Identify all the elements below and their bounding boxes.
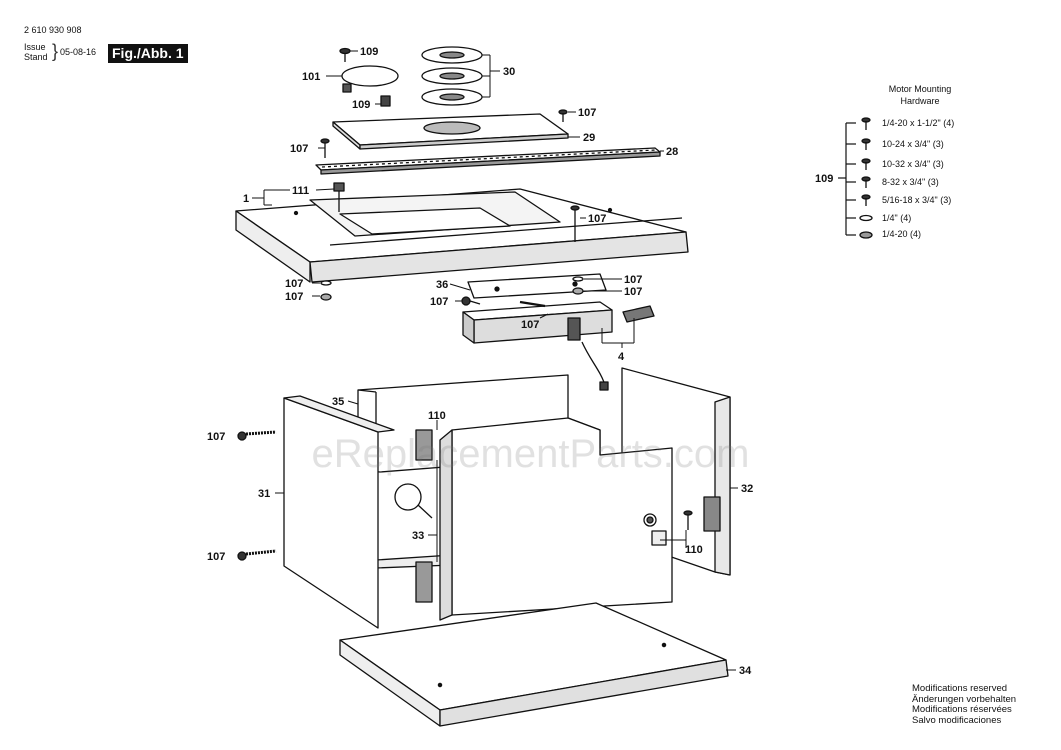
callout-labels: 109 101 109 30 107 29 107 28 1 111 107 1… xyxy=(207,46,833,677)
insert-rings-30 xyxy=(421,46,483,106)
issue-stand-label: Issue Stand xyxy=(24,42,48,62)
callout-107: 107 xyxy=(285,291,303,303)
footer-line: Modifications réservées xyxy=(912,704,1012,715)
issue-date: 05-08-16 xyxy=(60,47,97,57)
switch-box-4 xyxy=(462,301,655,391)
table-top-1 xyxy=(235,188,689,283)
base-panel-34 xyxy=(339,602,729,727)
screw-107-bracket xyxy=(519,300,546,308)
screw-107-rail xyxy=(320,138,330,158)
footer-line: Salvo modificaciones xyxy=(912,714,1002,726)
callout-109: 109 xyxy=(360,46,378,58)
hardware-title-line1: Motor Mounting xyxy=(888,84,952,94)
stand-label: Stand xyxy=(24,52,48,62)
keyhole-cutout xyxy=(394,483,433,519)
callout-107: 107 xyxy=(578,107,596,119)
leader-lines xyxy=(252,50,738,671)
hardware-item: 1/4-20 (4) xyxy=(882,229,922,239)
nut-109 xyxy=(380,95,391,107)
screw-110-door xyxy=(683,510,693,530)
hinges-33 xyxy=(415,429,433,603)
washers-107-left xyxy=(320,280,332,301)
issue-label: Issue xyxy=(24,42,46,52)
figure-tag: Fig./Abb. 1 xyxy=(108,44,188,63)
callout-32: 32 xyxy=(741,483,753,495)
callout-107: 107 xyxy=(207,431,225,443)
hardware-item: 1/4" (4) xyxy=(882,213,912,223)
callout-33: 33 xyxy=(412,530,424,542)
callout-109-hardware: 109 xyxy=(815,173,833,185)
callout-4: 4 xyxy=(618,351,625,363)
brace-symbol: } xyxy=(52,41,59,61)
left-panel-31 xyxy=(283,395,395,629)
callout-110: 110 xyxy=(685,544,703,556)
door-panel xyxy=(439,417,673,621)
hardware-item: 5/16-18 x 3/4" (3) xyxy=(882,195,952,205)
screw-109-top xyxy=(339,47,351,62)
footer-line: Modifications reserved xyxy=(912,683,1008,694)
callout-107: 107 xyxy=(521,319,539,331)
screw-107-plate xyxy=(558,109,568,122)
hardware-title-line2: Hardware xyxy=(900,96,940,106)
callout-107: 107 xyxy=(207,551,225,563)
callout-107: 107 xyxy=(430,296,448,308)
fence-rail-28 xyxy=(315,147,661,175)
callout-1: 1 xyxy=(243,193,249,205)
hardware-icons xyxy=(859,117,873,239)
callout-107: 107 xyxy=(285,278,303,290)
insert-plate-29 xyxy=(332,113,569,150)
callout-101: 101 xyxy=(302,71,320,83)
callout-107: 107 xyxy=(290,143,308,155)
washers-107-right xyxy=(572,276,584,295)
callout-31: 31 xyxy=(258,488,270,500)
callout-107: 107 xyxy=(588,213,606,225)
callout-109: 109 xyxy=(352,99,370,111)
hardware-item: 10-24 x 3/4" (3) xyxy=(882,139,944,149)
callout-107: 107 xyxy=(624,274,642,286)
callout-28: 28 xyxy=(666,146,678,158)
hardware-list-title: Motor Mounting Hardware xyxy=(870,83,970,107)
callout-110: 110 xyxy=(428,410,446,422)
callout-111: 111 xyxy=(292,185,309,197)
callout-29: 29 xyxy=(583,132,595,144)
cover-101 xyxy=(341,65,399,93)
bolt-107-lower xyxy=(237,549,277,561)
callout-30: 30 xyxy=(503,66,515,78)
hardware-item: 10-32 x 3/4" (3) xyxy=(882,159,944,169)
callout-34: 34 xyxy=(739,665,752,677)
bracket-36 xyxy=(467,273,607,299)
document-number: 2 610 930 908 xyxy=(24,25,82,35)
footer-line: Änderungen vorbehalten xyxy=(912,693,1017,705)
hardware-bracket xyxy=(838,122,856,236)
bolt-111 xyxy=(333,182,345,212)
callout-35: 35 xyxy=(332,396,344,408)
hardware-item: 8-32 x 3/4" (3) xyxy=(882,177,939,187)
callout-107: 107 xyxy=(624,286,642,298)
callout-36: 36 xyxy=(436,279,448,291)
footer-notice: Modifications reserved Änderungen vorbeh… xyxy=(912,683,1017,726)
hardware-item: 1/4-20 x 1-1/2" (4) xyxy=(882,118,955,128)
bolt-107-upper xyxy=(237,430,277,441)
screw-107-table xyxy=(570,205,580,242)
